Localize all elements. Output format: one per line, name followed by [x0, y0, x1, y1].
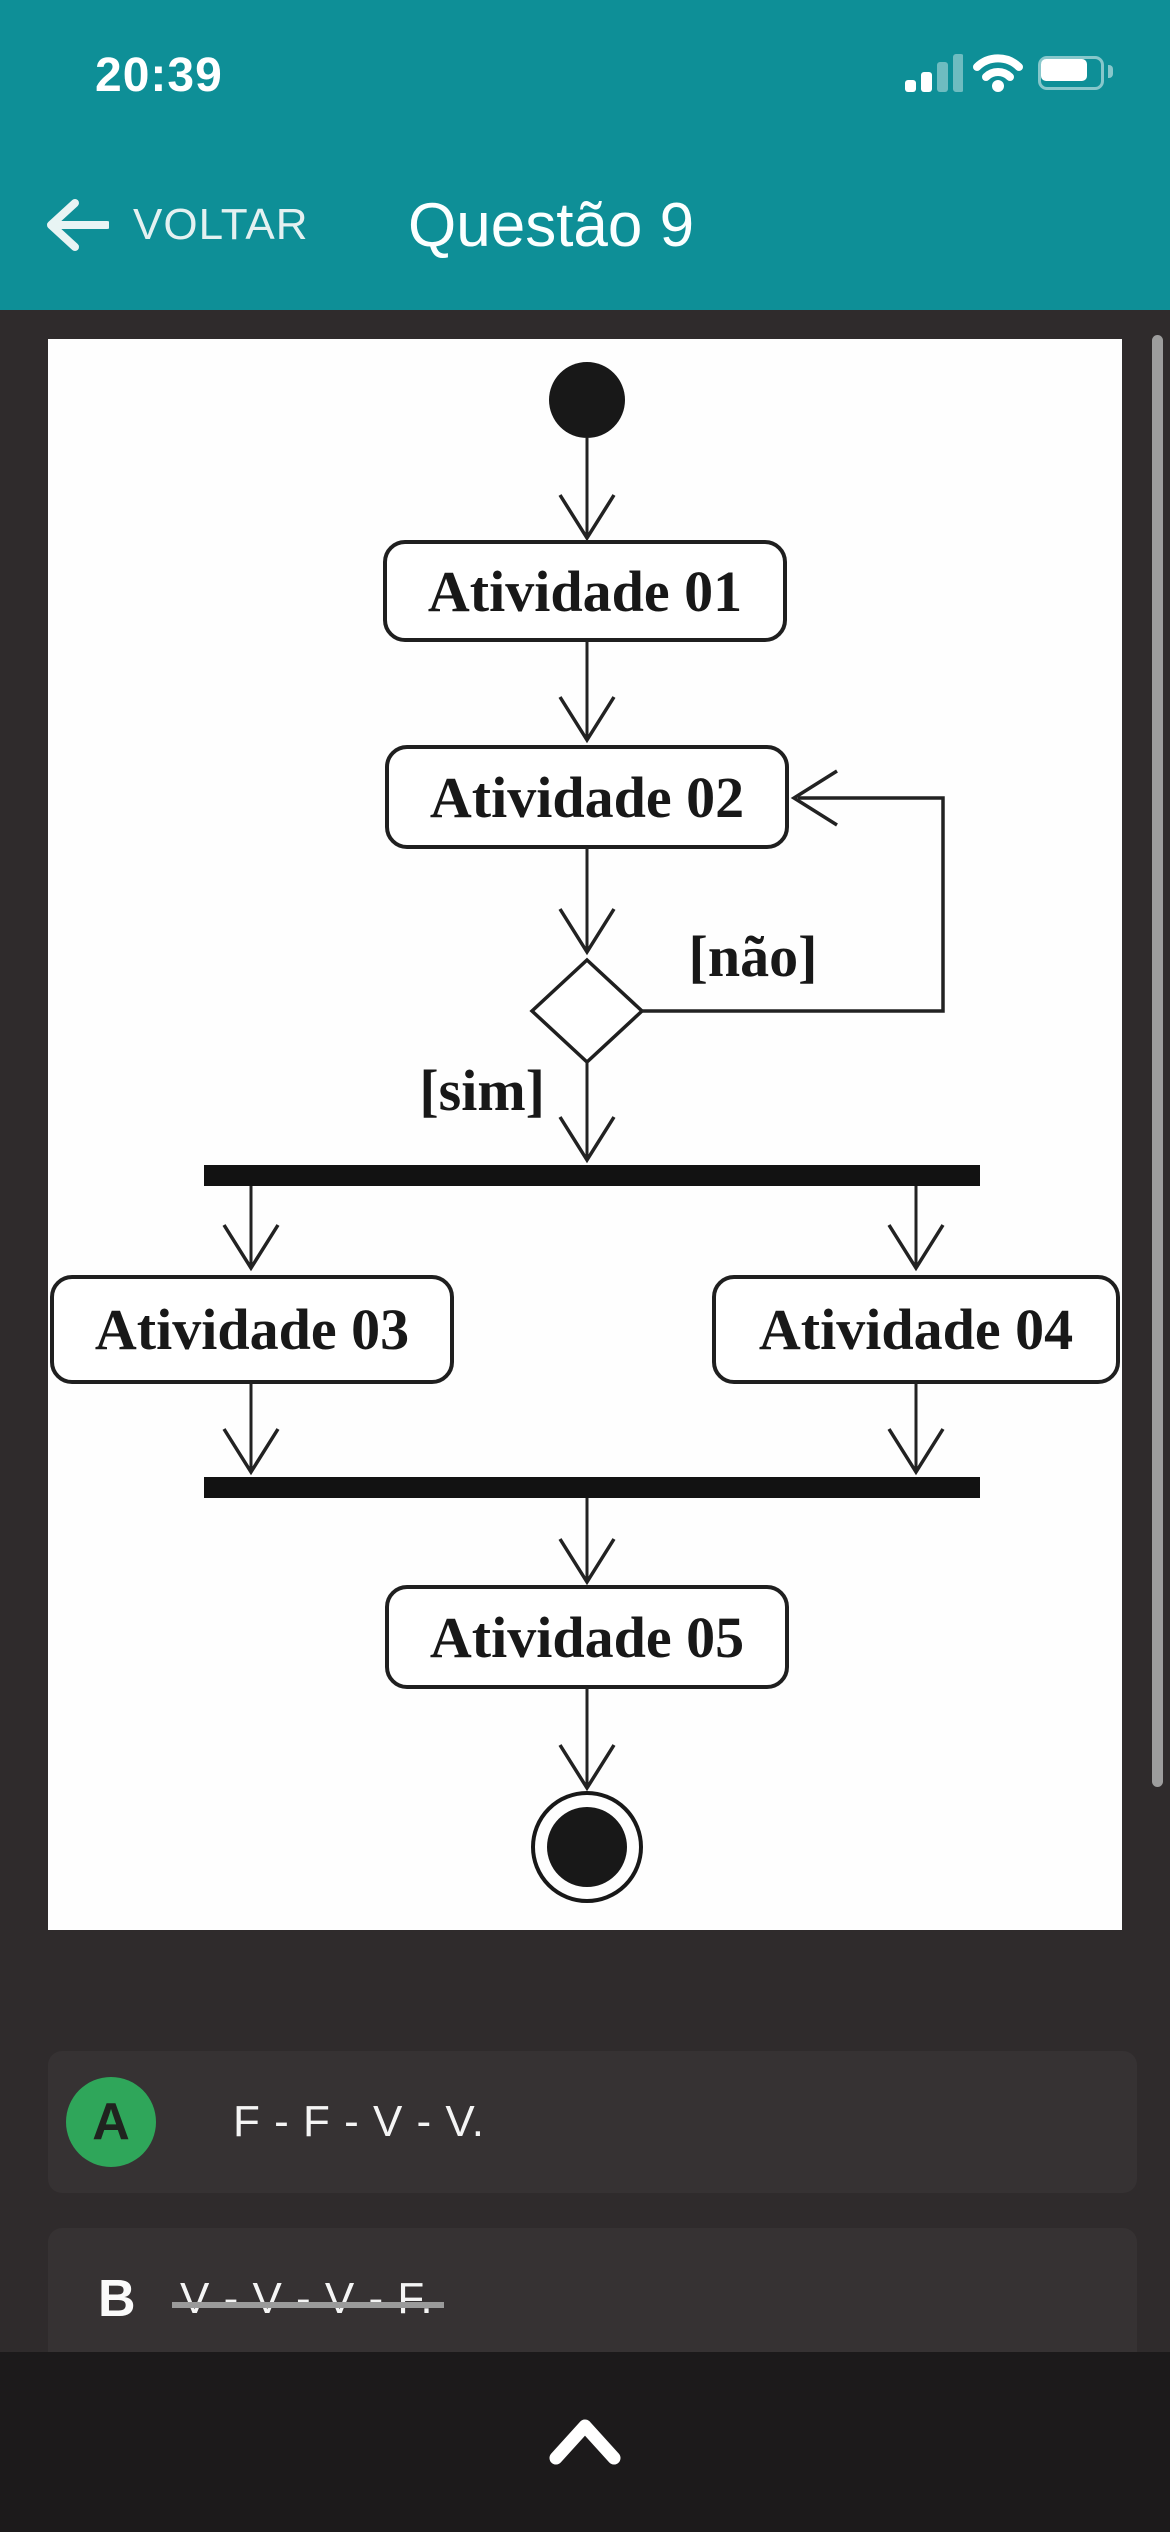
back-button[interactable]: VOLTAR — [45, 160, 309, 290]
app-header: 20:39 VOLTAR Questão 9 — [0, 0, 1170, 310]
bottom-bar — [0, 2352, 1170, 2532]
scrollbar-thumb[interactable] — [1152, 335, 1163, 1787]
nav-bar: VOLTAR Questão 9 — [0, 160, 1170, 290]
option-b-text: V - V - V - F. — [172, 2228, 444, 2370]
wifi-icon — [973, 54, 1023, 92]
activity-01-box — [383, 540, 787, 642]
final-node-ring — [531, 1791, 643, 1903]
answer-option-a[interactable]: A F - F - V - V. — [48, 2051, 1137, 2193]
activity-03-label: Atividade 03 — [95, 1297, 409, 1362]
option-a-letter: A — [92, 2093, 130, 2151]
decision-diamond — [529, 957, 645, 1065]
uml-activity-diagram: Atividade 01 Atividade 02 [não] [sim] — [50, 362, 1120, 1903]
question-image-activity-diagram: Atividade 01 Atividade 02 [não] [sim] — [48, 339, 1122, 1930]
join-bar — [204, 1477, 980, 1498]
cellular-signal-icon — [905, 54, 963, 92]
initial-node — [549, 362, 625, 438]
activity-05-label: Atividade 05 — [430, 1605, 744, 1670]
arrow-left-icon — [47, 199, 109, 251]
activity-02-label: Atividade 02 — [430, 765, 744, 830]
decision-label-sim: [sim] — [419, 1058, 545, 1123]
option-a-text: F - F - V - V. — [233, 2097, 485, 2146]
option-a-badge: A — [66, 2077, 156, 2167]
page-title: Questão 9 — [408, 190, 695, 260]
answer-option-b[interactable]: B V - V - V - F. — [48, 2228, 1137, 2370]
chevron-up-icon[interactable] — [549, 2418, 621, 2466]
battery-icon — [1038, 56, 1116, 90]
option-b-text-value: V - V - V - F. — [180, 2274, 434, 2323]
activity-04-label: Atividade 04 — [759, 1297, 1073, 1362]
decision-label-nao: [não] — [689, 924, 818, 989]
strikethrough-line — [172, 2302, 444, 2308]
option-b-letter: B — [98, 2270, 136, 2328]
status-time: 20:39 — [95, 49, 223, 102]
activity-01-label: Atividade 01 — [428, 559, 742, 624]
fork-bar — [204, 1165, 980, 1186]
back-button-label: VOLTAR — [133, 200, 309, 249]
final-node — [547, 1807, 627, 1887]
